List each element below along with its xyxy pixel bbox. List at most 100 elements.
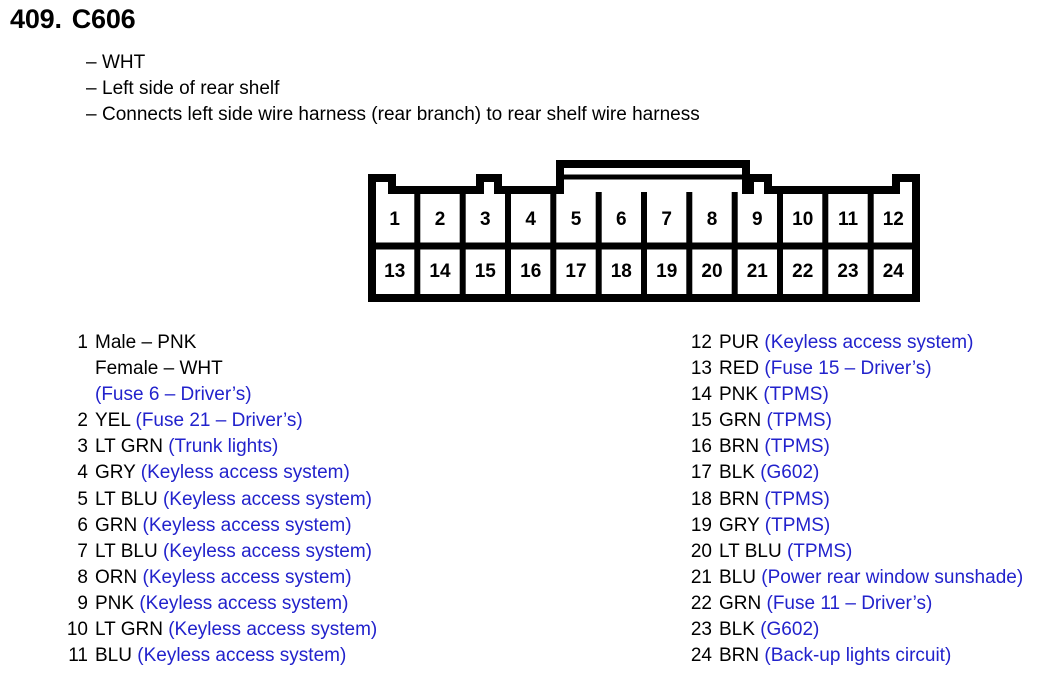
connector-pin: 15 — [475, 261, 497, 282]
pin-description: BLU (Keyless access system) — [95, 643, 482, 669]
wire-color-label: GRY — [719, 514, 765, 536]
pin-number: 8 — [77, 566, 88, 588]
wire-color-label: LT BLU — [719, 540, 787, 562]
pin-number: 22 — [690, 592, 712, 614]
pin-description-line: PNK (Keyless access system) — [95, 591, 482, 617]
pin-description-line: Male – PNK — [95, 330, 482, 356]
pin-description: BLU (Power rear window sunshade) — [719, 565, 1062, 591]
pin-description: BRN (TPMS) — [719, 434, 1062, 460]
circuit-reference: (Fuse 21 – Driver’s) — [135, 410, 303, 432]
connector-pin: 7 — [661, 209, 672, 230]
pin-list-row: 20 LT BLU (TPMS) — [686, 539, 1062, 565]
pin-number: 13 — [690, 358, 712, 380]
pin-description-line: BRN (TPMS) — [719, 487, 1062, 513]
pin-number: 5 — [77, 488, 88, 510]
wire-color-label: BRN — [719, 488, 765, 510]
connector-pin: 13 — [384, 261, 405, 282]
description-text: Connects left side wire harness (rear br… — [102, 104, 700, 125]
pin-description: RED (Fuse 15 – Driver’s) — [719, 356, 1062, 382]
pin-description: PNK (Keyless access system) — [95, 591, 482, 617]
pin-number: 9 — [77, 592, 88, 614]
circuit-reference: (Fuse 6 – Driver’s) — [95, 384, 252, 406]
wire-color-label: RED — [719, 358, 765, 380]
circuit-reference: (Keyless access system) — [168, 619, 378, 641]
pin-description-line: BLU (Keyless access system) — [95, 643, 482, 669]
pin-description-line: PNK (TPMS) — [719, 382, 1062, 408]
pin-number: 10 — [66, 619, 88, 641]
pin-description-line: (Fuse 6 – Driver’s) — [95, 382, 482, 408]
pin-description-line: BRN (TPMS) — [719, 434, 1062, 460]
pin-list-row: 5 LT BLU (Keyless access system) — [62, 487, 482, 513]
circuit-reference: (Keyless access system) — [142, 566, 352, 588]
pin-list-row: 9 PNK (Keyless access system) — [62, 591, 482, 617]
pin-description: PNK (TPMS) — [719, 382, 1062, 408]
pin-number: 19 — [690, 514, 712, 536]
pin-description-line: BLU (Power rear window sunshade) — [719, 565, 1062, 591]
pin-description: GRY (Keyless access system) — [95, 460, 482, 486]
pin-description: LT GRN (Keyless access system) — [95, 617, 482, 643]
pin-description-line: GRN (Keyless access system) — [95, 513, 482, 539]
connector-pin: 22 — [792, 261, 813, 282]
wire-color-label: ORN — [95, 566, 143, 588]
wire-color-label: LT GRN — [95, 619, 169, 641]
wire-color-label: PNK — [95, 592, 140, 614]
pin-description: GRN (Keyless access system) — [95, 513, 482, 539]
circuit-reference: (TPMS) — [786, 540, 853, 562]
connector-pin: 10 — [792, 209, 813, 230]
connector-svg: 1 2 3 4 5 6 7 8 9 10 11 12 13 14 15 16 1… — [368, 160, 920, 302]
circuit-reference: (Keyless access system) — [162, 540, 372, 562]
wire-color-label: LT BLU — [95, 488, 163, 510]
pin-list-row: 10 LT GRN (Keyless access system) — [62, 617, 482, 643]
pin-number: 20 — [690, 540, 712, 562]
description-bullet: –Connects left side wire harness (rear b… — [86, 102, 700, 128]
pin-description: PUR (Keyless access system) — [719, 330, 1062, 356]
circuit-reference: (TPMS) — [764, 436, 830, 458]
pin-number: 16 — [690, 436, 712, 458]
wire-color-label: BLK — [719, 619, 761, 641]
pin-description: GRY (TPMS) — [719, 513, 1062, 539]
wire-color-label: LT BLU — [95, 540, 163, 562]
pin-description: GRN (Fuse 11 – Driver’s) — [719, 591, 1062, 617]
pin-description: ORN (Keyless access system) — [95, 565, 482, 591]
pin-description-line: BLK (G602) — [719, 617, 1062, 643]
connector-pin: 11 — [838, 209, 859, 230]
circuit-reference: (Keyless access system) — [764, 332, 974, 353]
circuit-reference: (G602) — [760, 619, 820, 641]
circuit-reference: (Fuse 11 – Driver’s) — [766, 592, 933, 614]
pin-list-row: 16 BRN (TPMS) — [686, 434, 1062, 460]
connector-pin: 18 — [611, 261, 632, 282]
wire-color-label: BRN — [719, 436, 765, 458]
pin-number: 6 — [77, 514, 88, 536]
wire-color-label: GRY — [95, 462, 141, 484]
wire-color-label: BLU — [95, 645, 138, 667]
pin-list-row: 13 RED (Fuse 15 – Driver’s) — [686, 356, 1062, 382]
circuit-reference: (Keyless access system) — [139, 592, 349, 614]
connector-outline — [368, 160, 920, 302]
pin-number: 24 — [690, 645, 712, 667]
connector-pin: 8 — [707, 209, 718, 230]
wire-color-label: GRN — [719, 592, 767, 614]
circuit-reference: (Keyless access system) — [162, 488, 372, 510]
wire-color-label: PUR — [719, 332, 765, 353]
pin-description-line: GRN (Fuse 11 – Driver’s) — [719, 591, 1062, 617]
connector-pin: 23 — [837, 261, 858, 282]
circuit-reference: (TPMS) — [764, 488, 830, 510]
pin-description: BLK (G602) — [719, 460, 1062, 486]
connector-pin: 4 — [525, 209, 536, 230]
wire-color-label: Female – WHT — [95, 358, 223, 380]
pin-description-line: PUR (Keyless access system) — [719, 330, 1062, 356]
wire-color-label: LT GRN — [95, 436, 169, 458]
connector-id: C606 — [71, 4, 136, 34]
circuit-reference: (G602) — [760, 462, 820, 484]
pin-description-line: LT GRN (Keyless access system) — [95, 617, 482, 643]
cell-dividers — [414, 192, 874, 296]
dash-marker: – — [86, 52, 97, 73]
wire-color-label: GRN — [95, 514, 143, 536]
circuit-reference: (Fuse 15 – Driver’s) — [764, 358, 932, 380]
